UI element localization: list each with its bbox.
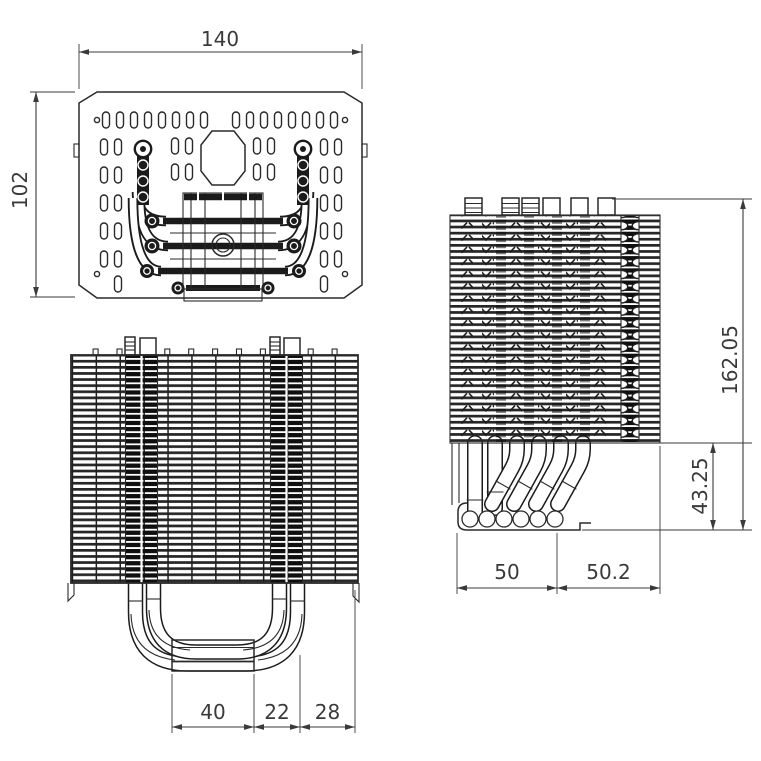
pipe-junctions: [140, 213, 306, 295]
fin-tabs: [92, 348, 338, 356]
dim-label-depth-front: 50: [494, 560, 519, 584]
dim-label-overall-height: 162.05: [718, 325, 742, 395]
fin-leg-left: [67, 583, 75, 603]
clamp-screw-hole: [211, 233, 235, 257]
front-fin-stack: [67, 336, 360, 604]
front-view: 40 22 28: [67, 336, 360, 733]
front-base-block: [171, 639, 255, 672]
dim-label-edge-offset: 28: [315, 700, 340, 724]
center-logo-cutout: [200, 130, 246, 186]
pipe-top-caps-side: [464, 197, 616, 216]
side-view-dimensions: 43.25 162.05 50 50.2: [456, 198, 752, 594]
dim-label-depth: 102: [8, 171, 32, 209]
retention-clamp: [182, 192, 264, 302]
side-fin-stack: [449, 197, 661, 444]
top-view: 140 102: [8, 27, 368, 302]
dim-label-width: 140: [201, 27, 239, 51]
plate-tab-right: [361, 143, 368, 158]
side-heatpipes: [466, 435, 591, 520]
dim-label-depth-rear: 50.2: [586, 560, 631, 584]
top-plate-outline: [78, 91, 363, 299]
top-heatpipe-assembly: [127, 139, 319, 295]
front-view-dimensions: 40 22 28: [171, 590, 356, 733]
vent-slots: [93, 111, 349, 293]
side-view: 43.25 162.05 50 50.2: [449, 197, 752, 594]
pipe-top-caps-front: [124, 336, 301, 356]
front-heatpipes: [127, 583, 306, 672]
plate-tab-left: [73, 143, 80, 158]
clamp-bottom-tab: [183, 288, 263, 302]
fin-leg-right: [352, 583, 360, 604]
side-pipe-bottoms: [461, 510, 564, 528]
dim-label-bottom-clearance: 43.25: [688, 457, 712, 514]
dim-label-pipe-offset: 22: [264, 700, 289, 724]
side-base-outline: [457, 502, 591, 531]
dim-label-base-width: 40: [200, 700, 225, 724]
top-view-dimensions: 140 102: [8, 27, 363, 298]
